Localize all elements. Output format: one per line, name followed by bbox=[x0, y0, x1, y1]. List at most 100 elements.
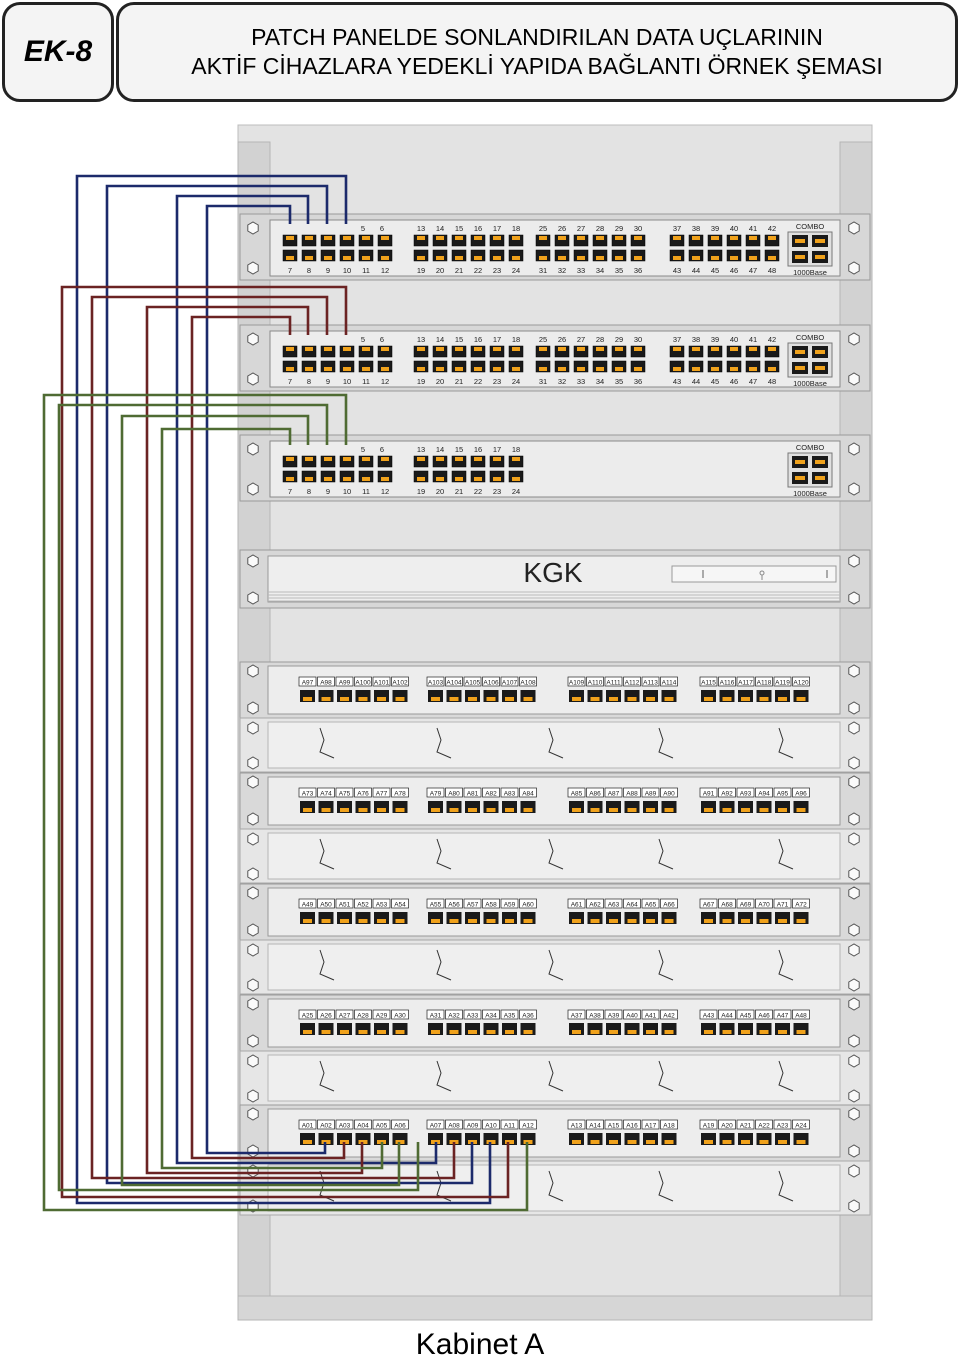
port-id: A69 bbox=[740, 902, 752, 909]
port-latch bbox=[796, 1140, 806, 1144]
port-label-box bbox=[736, 1009, 755, 1020]
port-latch bbox=[634, 236, 642, 240]
port-latch bbox=[303, 808, 312, 812]
mount-screw bbox=[848, 721, 860, 735]
port-id: A33 bbox=[467, 1013, 479, 1020]
port-label-box bbox=[354, 898, 372, 909]
port-id: A105 bbox=[465, 680, 481, 687]
port-number: 11 bbox=[362, 487, 370, 496]
rj45-port bbox=[451, 455, 467, 468]
port-number: 15 bbox=[455, 445, 463, 454]
port-id: A47 bbox=[777, 1013, 789, 1020]
port-number: 18 bbox=[512, 445, 520, 454]
port-latch bbox=[286, 347, 294, 351]
port-latch bbox=[286, 256, 294, 260]
port-label-box bbox=[736, 676, 755, 687]
port-label-box bbox=[641, 787, 660, 798]
patch-cable bbox=[57, 403, 420, 1192]
port-label-box bbox=[500, 787, 519, 798]
port-latch bbox=[609, 1030, 618, 1034]
rj45-port bbox=[592, 234, 608, 247]
port-latch bbox=[558, 347, 566, 351]
port-number: 18 bbox=[512, 224, 520, 233]
annex-tag: EK-8 bbox=[23, 35, 93, 68]
port-number: 28 bbox=[596, 335, 604, 344]
port-label-box bbox=[445, 787, 463, 798]
port-label-box bbox=[372, 898, 391, 909]
port-latch bbox=[646, 808, 655, 812]
port-latch bbox=[759, 697, 769, 701]
port-id: A60 bbox=[522, 902, 534, 909]
port-number: 10 bbox=[343, 487, 351, 496]
port-number: 33 bbox=[577, 377, 585, 386]
mount-screw bbox=[247, 442, 259, 456]
port-number: 31 bbox=[539, 266, 547, 275]
mount-screw bbox=[247, 886, 259, 900]
rj45-port bbox=[339, 470, 355, 483]
rj45-port bbox=[592, 249, 608, 262]
port-label-box bbox=[699, 1119, 718, 1130]
cable-hook-icon bbox=[319, 838, 335, 870]
port-id: A36 bbox=[522, 1013, 534, 1020]
port-label-box bbox=[604, 787, 623, 798]
port-number: 16 bbox=[474, 335, 482, 344]
rj45-port bbox=[535, 360, 551, 373]
port-label-box bbox=[354, 676, 372, 687]
port-id: A82 bbox=[485, 791, 497, 798]
rj45-port bbox=[508, 249, 524, 262]
port-label-box bbox=[482, 787, 500, 798]
port-id: A116 bbox=[720, 680, 735, 687]
patch-cable bbox=[175, 194, 438, 1165]
rj45-port bbox=[358, 455, 374, 468]
port-label-box bbox=[426, 1009, 445, 1020]
port-latch bbox=[436, 347, 444, 351]
title-line-2: AKTİF CİHAZLARA YEDEKLİ YAPIDA BAĞLANTI … bbox=[191, 53, 883, 79]
sfp-latch bbox=[815, 460, 825, 464]
mount-screw bbox=[247, 997, 259, 1011]
port-label-box bbox=[335, 676, 354, 687]
port-latch bbox=[431, 1030, 440, 1034]
port-id: A19 bbox=[703, 1123, 715, 1130]
port-latch bbox=[468, 697, 477, 701]
mount-screw bbox=[247, 832, 259, 846]
port-number: 39 bbox=[711, 335, 719, 344]
port-latch bbox=[512, 477, 520, 481]
rj45-port bbox=[301, 249, 317, 262]
rj45-port bbox=[339, 345, 355, 358]
port-label-box bbox=[736, 1119, 755, 1130]
port-latch bbox=[321, 808, 331, 812]
port-latch bbox=[286, 457, 294, 461]
port-label-box bbox=[463, 1119, 482, 1130]
port-id: A35 bbox=[504, 1013, 516, 1020]
title-line-1: PATCH PANELDE SONLANDIRILAN DATA UÇLARIN… bbox=[251, 24, 823, 50]
port-latch bbox=[590, 919, 600, 923]
rj45-port bbox=[470, 470, 486, 483]
mount-screw bbox=[848, 923, 860, 937]
mount-screw bbox=[848, 554, 860, 568]
mount-screw bbox=[247, 664, 259, 678]
port-label-box bbox=[792, 676, 810, 687]
cable-hook-icon bbox=[436, 838, 452, 870]
port-latch bbox=[730, 347, 738, 351]
mount-screw bbox=[247, 261, 259, 275]
port-latch bbox=[358, 697, 368, 701]
rj45-port bbox=[339, 360, 355, 373]
sfp-latch bbox=[815, 350, 825, 354]
port-id: A32 bbox=[448, 1013, 460, 1020]
rj45-port bbox=[508, 455, 524, 468]
port-id: A48 bbox=[795, 1013, 807, 1020]
rj45-port bbox=[339, 234, 355, 247]
port-latch bbox=[381, 236, 389, 240]
port-label-box bbox=[463, 1009, 482, 1020]
rj45-port bbox=[358, 360, 374, 373]
port-label-box bbox=[500, 1009, 519, 1020]
mount-screw bbox=[247, 1144, 259, 1158]
port-latch bbox=[468, 808, 477, 812]
port-latch bbox=[778, 697, 787, 701]
port-number: 29 bbox=[615, 224, 623, 233]
rj45-port bbox=[688, 234, 704, 247]
rj45-port bbox=[592, 345, 608, 358]
port-number: 11 bbox=[362, 377, 370, 386]
